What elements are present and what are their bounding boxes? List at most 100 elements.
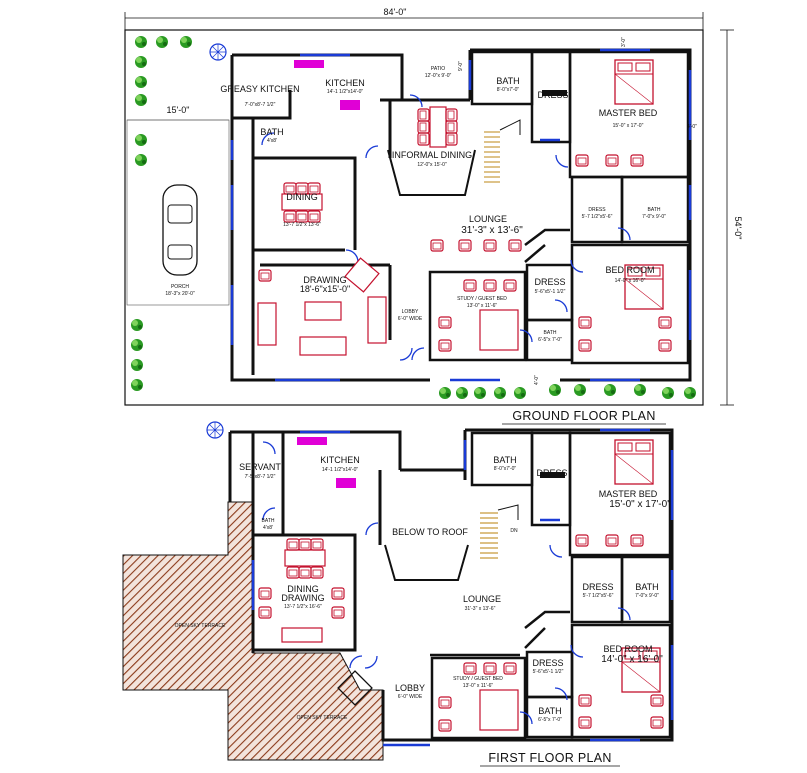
lobby-size: 6'-0" WIDE: [398, 694, 423, 700]
informal-dining-label: INFORMAL DINING: [392, 150, 472, 160]
bedroom-size: 14'-0" x 16'-0": [601, 654, 663, 665]
bath-label: BATH: [496, 76, 519, 86]
dress-label: DRESS: [537, 90, 568, 100]
dress-2-label: DRESS: [582, 582, 613, 592]
patio-label: PATIO: [431, 66, 445, 72]
ground-room-labels: GREASY KITCHEN 7'-0"x8'-7 1/2" KITCHEN 1…: [220, 37, 697, 385]
ground-floor-plan: 84'-0" 54'-0" 15'-0" PORCH 18'-3"x 20'-0…: [124, 7, 743, 425]
dining-size: 13'-7 1/2"x 13'-6": [283, 222, 321, 228]
drawing-label: DRAWING: [281, 593, 324, 603]
spiral-stair-icon: [206, 421, 224, 439]
bath-3-label: BATH: [538, 706, 561, 716]
top-gap-dimension: 3'-0": [621, 37, 627, 47]
lobby-size: 6'-0" WIDE: [398, 316, 423, 322]
bath-small-size: 4'x8': [263, 525, 273, 531]
stair-down-label: DN: [510, 528, 518, 534]
lobby-label: LOBBY: [395, 683, 425, 693]
window-icon: [251, 428, 674, 747]
lounge-label: LOUNGE: [469, 214, 507, 224]
bath-3-size: 6'-5"x 7'-0": [538, 337, 562, 343]
bedroom-label: BED ROOM: [603, 644, 652, 654]
kitchen-size: 14'-1 1/2"x14'-0": [322, 467, 359, 473]
staircase: [480, 504, 519, 559]
bath-2-label: BATH: [635, 582, 658, 592]
dress-2-label: DRESS: [588, 207, 606, 213]
study-label: STUDY / GUEST BED: [457, 296, 507, 302]
greasy-kitchen-label: GREASY KITCHEN: [220, 84, 299, 94]
informal-dining-size: 12'-0"x 15'-0": [417, 162, 447, 168]
door-icon: [262, 441, 631, 725]
master-bed-size: 15'-0" x 17'-0": [613, 123, 644, 129]
lobby-gap-dimension: 4'-0": [534, 375, 540, 385]
dress-label: DRESS: [536, 468, 567, 478]
sink-icon: [336, 478, 356, 488]
drawing-size: 18'-6"x15'-0": [300, 284, 350, 294]
servant-size: 7'-5"x8'-7 1/2": [245, 474, 276, 480]
first-floor-plan: SERVANT 7'-5"x8'-7 1/2" KITCHEN 14'-1 1/…: [122, 421, 674, 767]
greasy-kitchen-size: 7'-0"x8'-7 1/2": [245, 102, 276, 108]
lounge-size: 31'-3" x 13'-6": [465, 606, 496, 612]
stove-icon: [294, 60, 324, 68]
door-icon: [261, 94, 631, 361]
dining-label: DINING: [286, 192, 318, 202]
staircase: [484, 119, 521, 183]
bath-2-size: 7'-0"x 9'-0": [635, 593, 659, 599]
porch-width-dimension: 15'-0": [167, 105, 190, 115]
bath-3-size: 6'-5"x 7'-0": [538, 717, 562, 723]
furniture: [257, 59, 672, 356]
bath-label: BATH: [493, 455, 516, 465]
bath-size: 8'-0"x7'-0": [494, 466, 517, 472]
first-room-labels: SERVANT 7'-5"x8'-7 1/2" KITCHEN 14'-1 1/…: [175, 455, 672, 723]
dress-3-size: 5'-6"x5'-1 1/2": [535, 289, 566, 295]
lounge-label: LOUNGE: [463, 594, 501, 604]
lounge-size: 31'-3" x 13'-6": [461, 225, 523, 236]
below-roof-label: BELOW TO ROOF: [392, 527, 468, 537]
kitchen-label: KITCHEN: [320, 455, 360, 465]
dress-2-size: 5'-7 1/2"x5'-6": [583, 593, 614, 599]
kitchen-label: KITCHEN: [325, 78, 365, 88]
window-icon: [230, 48, 692, 382]
porch-size: 18'-3"x 20'-0": [165, 291, 195, 297]
porch-label: PORCH: [171, 284, 189, 290]
bath-2-size: 7'-0"x 9'-0": [642, 214, 666, 220]
car-icon: [162, 184, 198, 276]
dress-3-label: DRESS: [532, 658, 563, 668]
dining-drawing-size: 13'-7 1/2"x 16'-6": [284, 604, 322, 610]
master-bed-size: 15'-0" x 17'-0": [609, 499, 671, 510]
dress-3-size: 5'-6"x5'-1 1/2": [533, 669, 564, 675]
dress-3-label: DRESS: [534, 277, 565, 287]
study-size: 13'-0" x 11'-6": [463, 683, 494, 689]
spiral-stair-icon: [209, 43, 227, 61]
first-floor-title: FIRST FLOOR PLAN: [488, 751, 611, 765]
drawing-label: DRAWING: [303, 275, 346, 285]
lobby-label: LOBBY: [402, 309, 419, 315]
dress-2-size: 5'-7 1/2"x5'-6": [582, 214, 613, 220]
servant-label: SERVANT: [239, 462, 281, 472]
overall-depth-dimension: 54'-0": [733, 217, 743, 240]
side-gap-dimension: 4'-0": [687, 124, 697, 130]
bath-2-label: BATH: [648, 207, 661, 213]
stove-icon: [297, 437, 327, 445]
bath-size: 8'-0"x7'-0": [497, 87, 520, 93]
terrace-label-1: OPEN SKY TERRACE: [175, 623, 226, 629]
bedroom-size: 14'-0" x 16'-0": [615, 278, 646, 284]
ground-floor-title: GROUND FLOOR PLAN: [512, 409, 655, 423]
master-bed-label: MASTER BED: [599, 108, 658, 118]
bath-3-label: BATH: [544, 330, 557, 336]
bedroom-label: BED ROOM: [605, 265, 654, 275]
patio-size: 12'-0"x 9'-0": [425, 73, 452, 79]
kitchen-size: 14'-1 1/2"x14'-0": [327, 89, 364, 95]
terrace-label-2: OPEN SKY TERRACE: [297, 715, 348, 721]
sink-icon: [340, 100, 360, 110]
master-bed-label: MASTER BED: [599, 489, 658, 499]
overall-width-dimension: 84'-0": [384, 7, 407, 17]
bath-small-label: BATH: [260, 127, 283, 137]
bath-small-size: 4'x8': [267, 138, 277, 144]
bath-small-label: BATH: [262, 518, 275, 524]
study-label: STUDY / GUEST BED: [453, 676, 503, 682]
study-size: 13'-0" x 11'-6": [467, 303, 498, 309]
dining-label: DINING: [287, 584, 319, 594]
porch: 15'-0" PORCH 18'-3"x 20'-0": [126, 105, 230, 306]
furniture: [258, 439, 664, 732]
